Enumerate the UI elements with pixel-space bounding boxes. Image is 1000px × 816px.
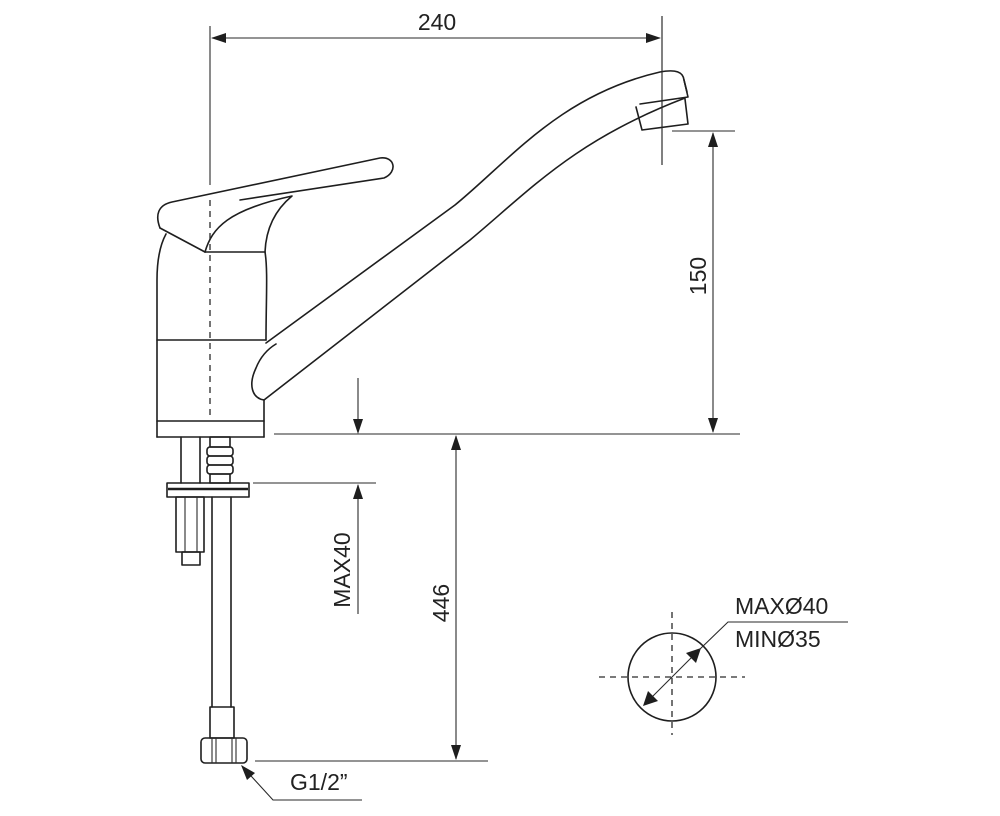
faucet-spout [251, 16, 689, 401]
thread-label: G1/2” [290, 769, 348, 795]
hole-max-label: MAXØ40 [735, 593, 828, 619]
dimension-label-240: 240 [418, 9, 456, 35]
hole-min-label: MINØ35 [735, 626, 821, 652]
mounting-hole-detail: MAXØ40 MINØ35 [599, 593, 848, 735]
dimension-deck-thickness: MAX40 [253, 378, 376, 614]
dimension-label-446: 446 [428, 584, 454, 622]
dimension-spout-reach: 240 [209, 9, 663, 185]
dimension-hose-length: 446 [255, 435, 488, 762]
mounting-hardware [166, 436, 250, 764]
thread-callout: G1/2” [241, 765, 362, 801]
dimension-label-max40: MAX40 [329, 532, 355, 607]
faucet-body [156, 157, 394, 438]
dimension-spout-height: 150 [274, 130, 740, 435]
dimension-label-150: 150 [685, 257, 711, 295]
